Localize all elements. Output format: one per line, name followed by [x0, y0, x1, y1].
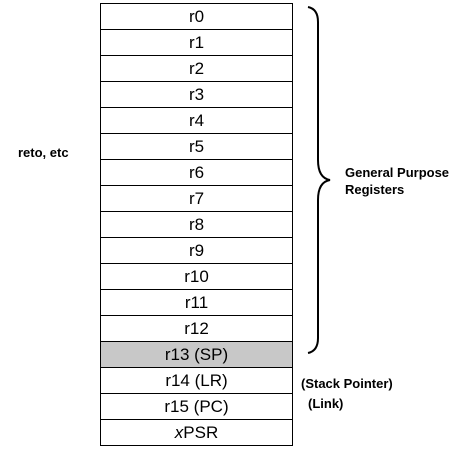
register-r13-sp: r13 (SP) — [100, 341, 293, 368]
xpsr-rest: PSR — [183, 422, 219, 442]
register-r3: r3 — [100, 81, 293, 108]
register-stack: r0 r1 r2 r3 r4 r5 r6 r7 r8 r9 r10 r11 r1… — [100, 3, 293, 446]
register-r10: r10 — [100, 263, 293, 290]
register-r12: r12 — [100, 315, 293, 342]
group-label-line1: General Purpose — [345, 165, 450, 180]
register-r11: r11 — [100, 289, 293, 316]
register-r9: r9 — [100, 237, 293, 264]
register-r7: r7 — [100, 185, 293, 212]
register-r14-lr: r14 (LR) — [100, 367, 293, 394]
left-cropped-text: reto, etc — [18, 145, 69, 160]
register-r1: r1 — [100, 29, 293, 56]
general-purpose-brace — [307, 6, 331, 354]
group-label-line2: Registers — [345, 182, 405, 197]
register-r0: r0 — [100, 3, 293, 30]
stack-pointer-note: (Stack Pointer) — [301, 376, 393, 391]
register-r2: r2 — [100, 55, 293, 82]
link-register-note: (Link) — [308, 396, 344, 411]
register-r15-pc: r15 (PC) — [100, 393, 293, 420]
register-r6: r6 — [100, 159, 293, 186]
general-purpose-registers-label: General Purpose Registers — [345, 164, 449, 198]
register-r4: r4 — [100, 107, 293, 134]
register-r8: r8 — [100, 211, 293, 238]
register-r5: r5 — [100, 133, 293, 160]
xpsr-prefix: x — [174, 422, 184, 442]
